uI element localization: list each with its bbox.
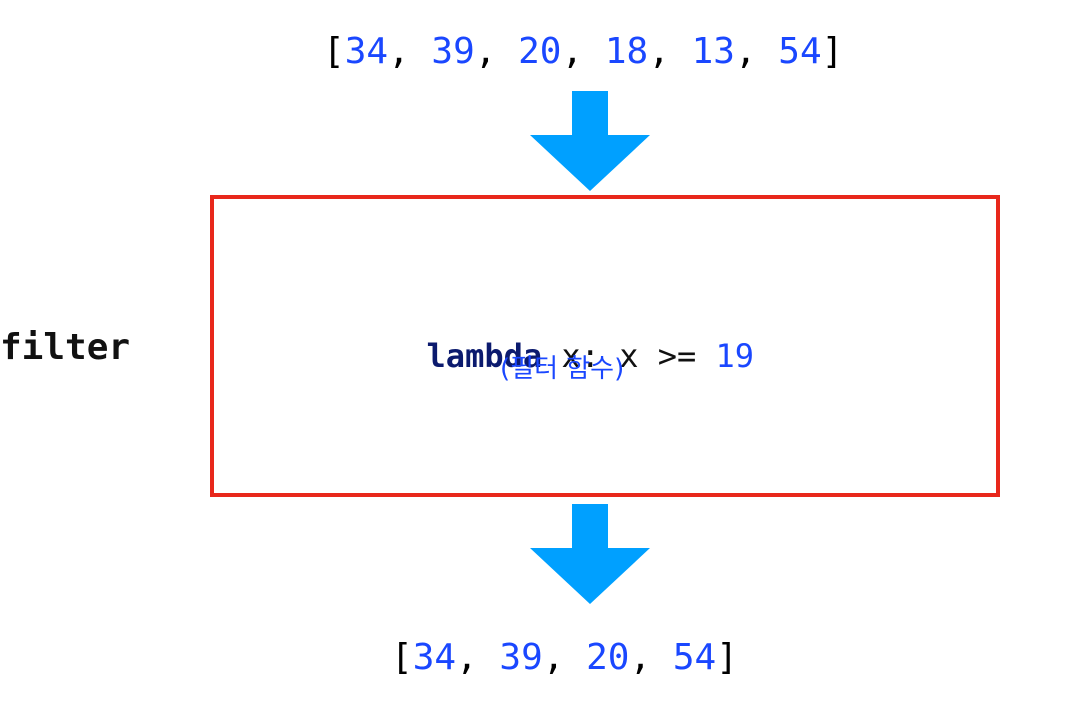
input-list-item: 18	[604, 31, 649, 72]
output-list-separator: ,	[456, 637, 500, 678]
output-list-item: 20	[586, 637, 630, 678]
input-list-separator: ,	[734, 31, 779, 72]
lambda-keyword: lambda	[426, 337, 543, 375]
input-list-item: 13	[691, 31, 735, 72]
lambda-caption: (필터 함수)	[500, 354, 625, 384]
lambda-condition: x: x >=	[542, 337, 716, 375]
input-list: [34, 39, 20, 18, 13, 54]	[323, 34, 843, 70]
input-list-item: 34	[344, 31, 389, 72]
output-list-item: 54	[672, 637, 717, 678]
output-list-item: 39	[499, 637, 543, 678]
lambda-expression: lambda x: x >= 19	[388, 308, 755, 375]
output-list: [34, 39, 20, 54]	[391, 640, 738, 676]
input-list-separator: ,	[561, 31, 605, 72]
input-list-item: 20	[518, 31, 562, 72]
input-list-separator: ,	[388, 31, 432, 72]
output-list-separator: ,	[629, 637, 673, 678]
arrow-shape	[530, 91, 650, 191]
input-list-item: 39	[431, 31, 475, 72]
down-arrow-icon-top	[530, 91, 650, 191]
input-list-close-bracket: ]	[821, 31, 844, 72]
output-list-open-bracket: [	[391, 637, 413, 678]
output-list-close-bracket: ]	[716, 637, 738, 678]
lambda-threshold: 19	[715, 337, 755, 375]
input-list-item: 54	[778, 31, 822, 72]
arrow-shape	[530, 504, 650, 604]
input-list-separator: ,	[474, 31, 519, 72]
filter-label: filter	[0, 327, 131, 368]
output-list-separator: ,	[542, 637, 587, 678]
output-list-item: 34	[412, 637, 457, 678]
down-arrow-icon-bottom	[530, 504, 650, 604]
filter-function-box	[210, 195, 1000, 497]
input-list-separator: ,	[648, 31, 692, 72]
input-list-open-bracket: [	[323, 31, 345, 72]
